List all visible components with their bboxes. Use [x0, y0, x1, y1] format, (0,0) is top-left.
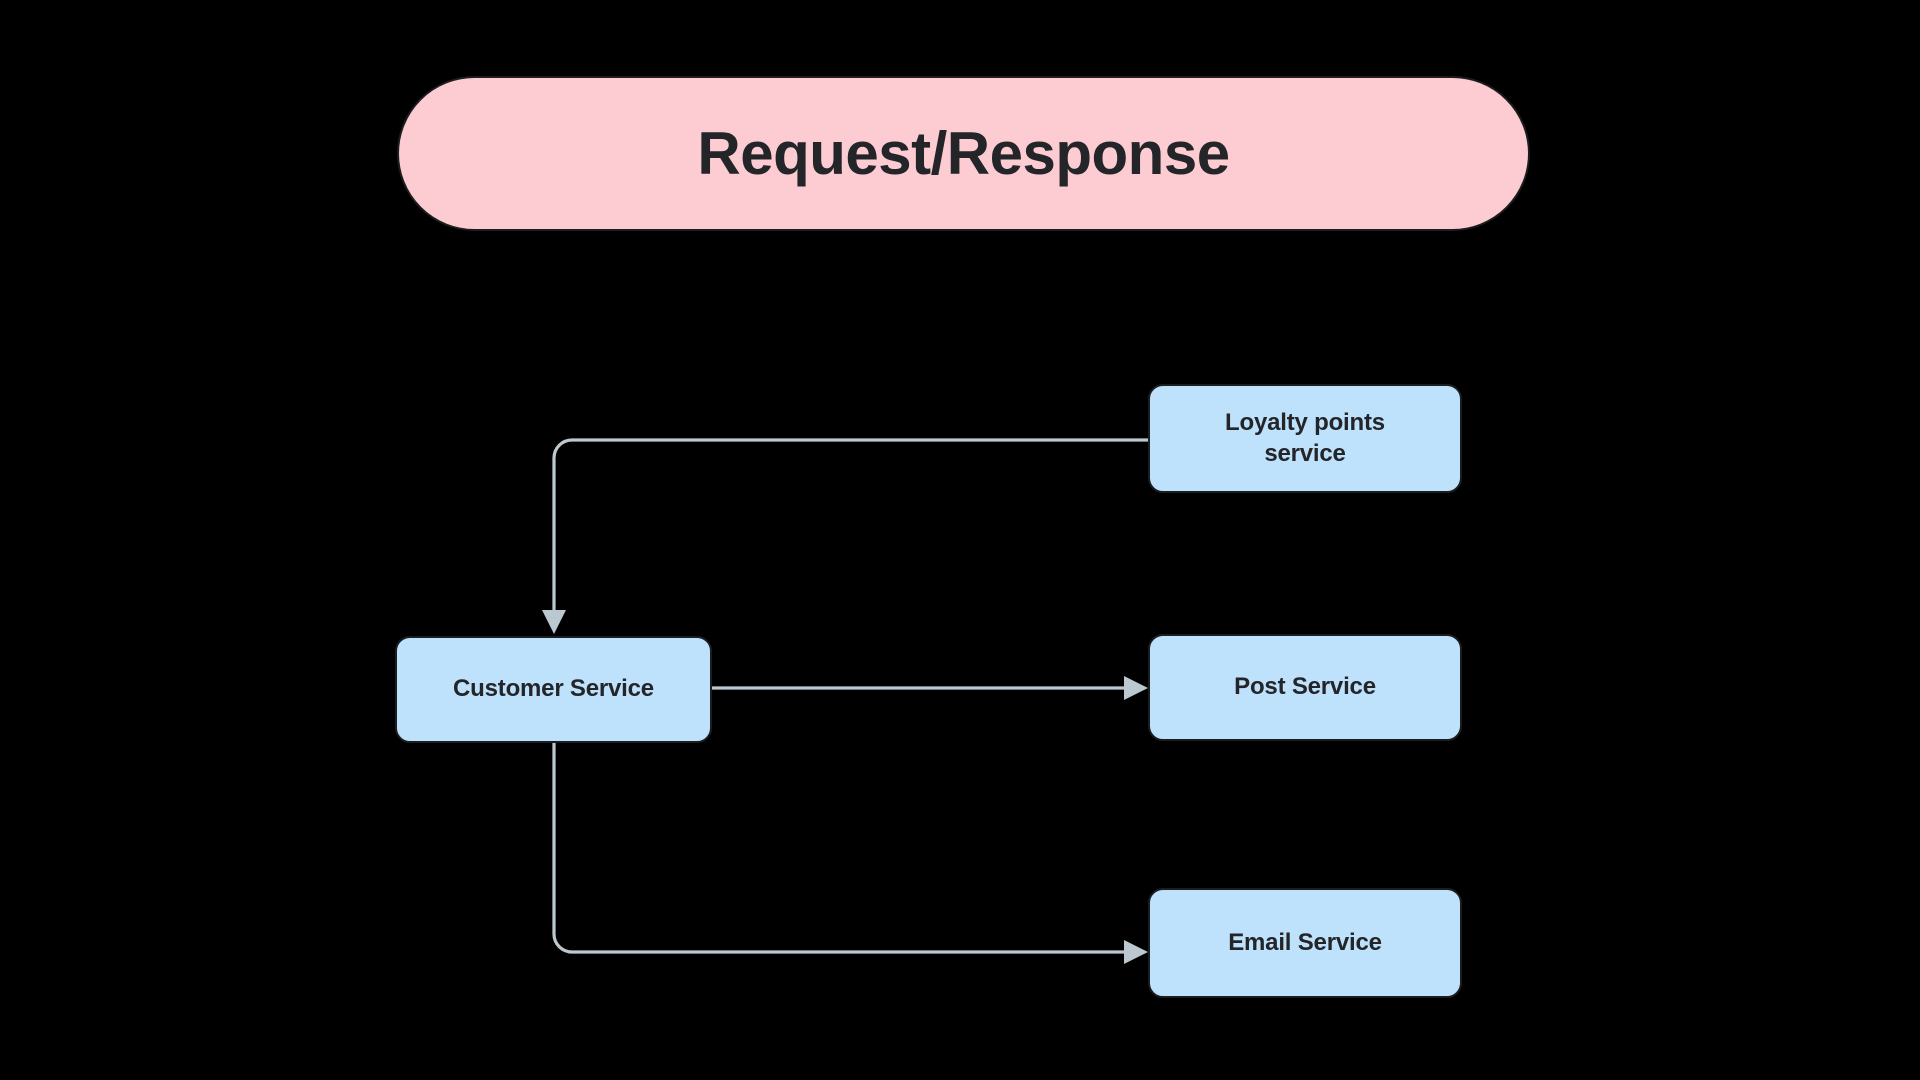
- node-customer-service-label: Customer Service: [453, 675, 654, 703]
- node-post-service[interactable]: Post Service: [1148, 634, 1462, 741]
- arrowhead-into-customer-service: [542, 610, 566, 634]
- node-email-service[interactable]: Email Service: [1148, 888, 1462, 998]
- edge-loyalty-to-customer-line: [552, 438, 1148, 612]
- node-loyalty-points-service[interactable]: Loyalty points service: [1148, 384, 1462, 493]
- edge-customer-to-email: [552, 743, 1148, 964]
- arrowhead-into-post-service: [1124, 676, 1148, 700]
- node-loyalty-points-service-label: Loyalty points service: [1225, 408, 1385, 467]
- arrowhead-into-email-service: [1124, 940, 1148, 964]
- edge-customer-to-email-line: [552, 743, 1124, 954]
- diagram-title-pill: Request/Response: [397, 76, 1530, 231]
- edge-customer-to-post: [712, 676, 1148, 700]
- node-post-service-label: Post Service: [1234, 673, 1376, 701]
- node-email-service-label: Email Service: [1228, 928, 1382, 956]
- edge-loyalty-to-customer: [542, 438, 1148, 634]
- node-customer-service[interactable]: Customer Service: [395, 636, 712, 743]
- page-title: Request/Response: [697, 119, 1230, 187]
